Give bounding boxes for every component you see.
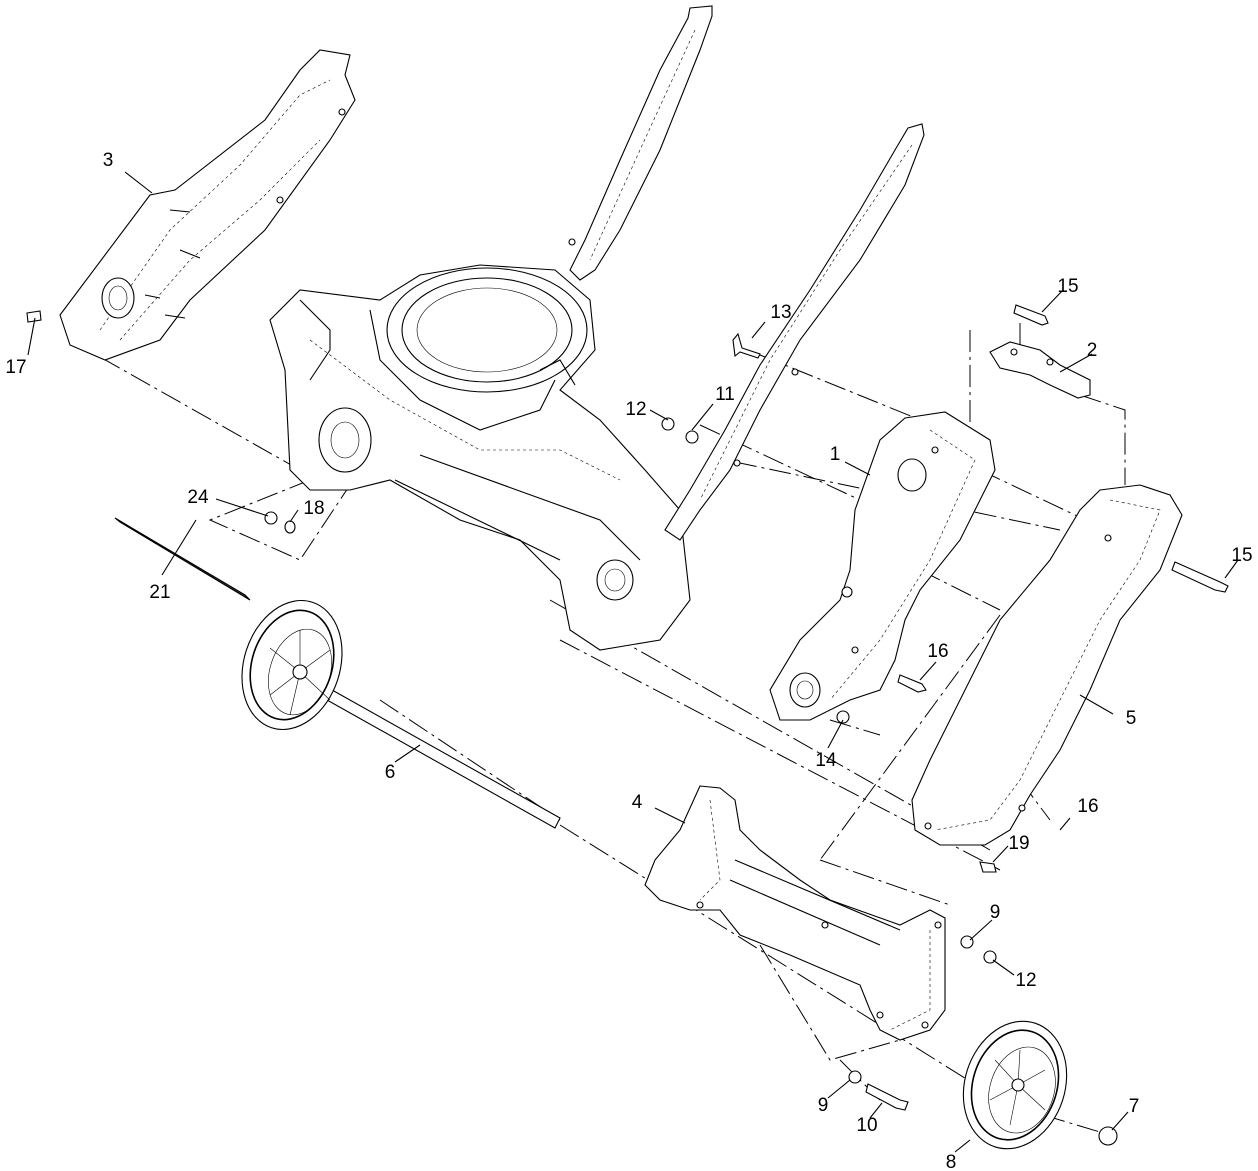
callout-8: 8 — [946, 1152, 957, 1171]
callout-10: 10 — [856, 1115, 877, 1136]
auger-housing — [269, 264, 691, 651]
right-wheel — [962, 1020, 1068, 1150]
callout-5: 5 — [1126, 708, 1137, 729]
callout-4: 4 — [632, 792, 643, 813]
callout-15-upper: 15 — [1057, 276, 1078, 297]
callout-1: 1 — [830, 444, 841, 465]
scraper-strip — [114, 517, 251, 601]
bracket — [989, 341, 1091, 399]
callout-6: 6 — [385, 762, 396, 783]
callout-17: 17 — [5, 357, 26, 378]
callout-9-lower: 9 — [818, 1095, 829, 1116]
leader-lines — [27, 171, 1239, 1153]
callout-18: 18 — [303, 498, 324, 519]
right-side-cover — [911, 484, 1183, 846]
callout-13: 13 — [770, 302, 791, 323]
callout-11: 11 — [715, 384, 735, 405]
callout-3: 3 — [103, 150, 114, 171]
callout-16-mid: 16 — [927, 641, 948, 662]
callout-16-lower: 16 — [1077, 796, 1098, 817]
callout-9-upper: 9 — [990, 902, 1001, 923]
callout-24: 24 — [187, 487, 209, 508]
callout-12-upper: 12 — [625, 399, 646, 420]
handle-right — [664, 123, 925, 541]
axle — [294, 671, 561, 829]
callout-12-lower: 12 — [1015, 970, 1036, 991]
callout-15-right: 15 — [1231, 545, 1252, 566]
left-side-panel — [59, 49, 356, 361]
callout-2: 2 — [1087, 340, 1098, 361]
callout-14: 14 — [815, 750, 837, 771]
wheel-bracket — [644, 785, 946, 1041]
callout-labels: 1 2 3 4 5 6 7 8 9 9 10 11 12 12 13 14 15… — [5, 150, 1252, 1171]
side-plate — [769, 411, 996, 721]
left-wheel — [241, 599, 343, 731]
hardware — [26, 304, 1229, 1146]
callout-7: 7 — [1129, 1096, 1140, 1117]
callout-21: 21 — [149, 582, 170, 603]
handle-upper — [568, 5, 713, 281]
callout-19: 19 — [1008, 833, 1029, 854]
